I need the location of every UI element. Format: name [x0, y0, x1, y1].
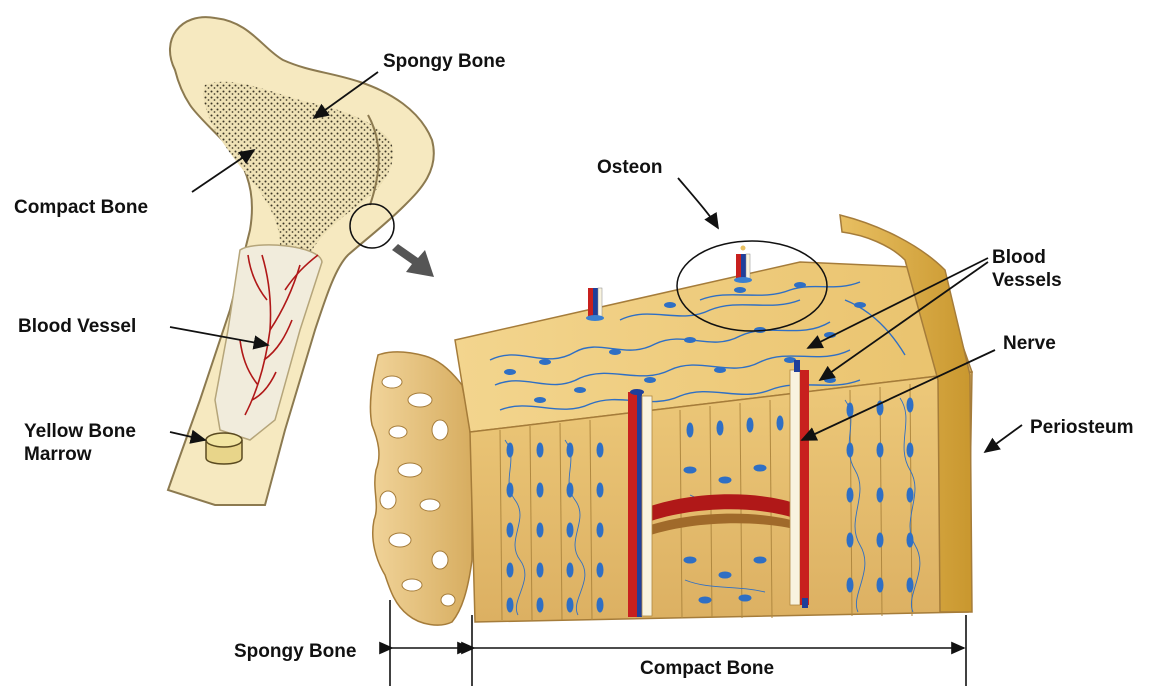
bone-block-illustration — [370, 215, 972, 625]
label-compact-bone-bottom: Compact Bone — [640, 657, 774, 680]
label-periosteum: Periosteum — [1030, 416, 1133, 439]
left-vertical-vessels — [628, 389, 652, 617]
label-yellow-bone-marrow: Yellow Bone Marrow — [24, 420, 136, 466]
leader-osteon — [678, 178, 718, 228]
leader-periosteum — [985, 425, 1022, 452]
label-blood-vessels-line1: Blood — [992, 246, 1062, 269]
label-osteon: Osteon — [597, 156, 662, 179]
label-blood-vessels-line2: Vessels — [992, 269, 1062, 292]
label-yellow-bone-marrow-line2: Marrow — [24, 443, 136, 466]
top-vessel-stub-osteon — [734, 246, 752, 284]
label-blood-vessels: Blood Vessels — [992, 246, 1062, 292]
label-compact-bone-left: Compact Bone — [14, 196, 148, 219]
label-spongy-bone-top: Spongy Bone — [383, 50, 505, 73]
zoom-arrow-icon — [392, 244, 434, 277]
label-nerve: Nerve — [1003, 332, 1056, 355]
right-vertical-vessels — [790, 360, 809, 608]
label-spongy-bone-bottom: Spongy Bone — [234, 640, 356, 663]
top-vessel-stub-left — [586, 288, 604, 321]
yellow-marrow-plug — [206, 433, 242, 464]
label-yellow-bone-marrow-line1: Yellow Bone — [24, 420, 136, 443]
label-blood-vessel: Blood Vessel — [18, 315, 136, 338]
